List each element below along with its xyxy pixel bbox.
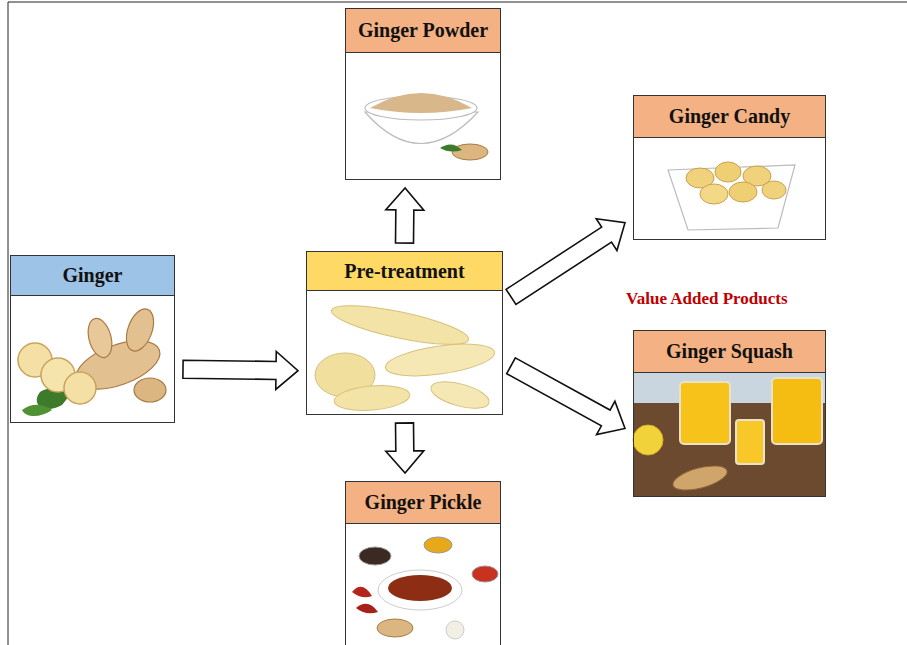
box-header: Ginger Powder: [346, 9, 500, 53]
powder-picture: [365, 93, 488, 160]
spice-bowl: [472, 566, 498, 582]
block-arrow: [386, 423, 424, 473]
ginger-root: [84, 316, 116, 360]
box-header: Ginger Squash: [634, 331, 825, 373]
box-title: Ginger: [63, 264, 123, 287]
candy: [762, 181, 786, 199]
chilli: [352, 587, 372, 597]
pickle-picture: [352, 537, 498, 639]
box-header: Ginger Candy: [634, 96, 825, 138]
ginger-picture: [18, 305, 166, 416]
candy: [715, 162, 741, 182]
block-arrow: [183, 351, 298, 389]
candy: [700, 184, 728, 204]
process-box: Ginger Squash: [633, 330, 826, 497]
spice-bowl: [359, 547, 391, 565]
squash-picture: [633, 373, 825, 496]
leaf: [22, 405, 52, 416]
box-header: Ginger Pickle: [346, 482, 500, 524]
block-arrow: [506, 219, 625, 305]
ginger-slice: [64, 372, 96, 404]
leaf: [440, 144, 462, 151]
spice-bowl: [424, 537, 452, 553]
box-header: Ginger: [11, 256, 174, 296]
lemon: [633, 425, 663, 455]
box-title: Ginger Pickle: [365, 491, 482, 514]
plate: [378, 570, 462, 610]
ginger-root: [377, 619, 413, 637]
box-title: Ginger Squash: [666, 340, 793, 363]
section-label: Value Added Products: [624, 289, 790, 309]
process-box: Ginger Powder: [345, 8, 501, 180]
glass: [736, 420, 764, 464]
box-title: Pre-treatment: [344, 260, 464, 283]
peeled-ginger: [333, 383, 411, 414]
ginger-root: [121, 305, 159, 355]
candy: [729, 182, 757, 202]
block-arrow: [507, 358, 625, 435]
frame-line: [8, 2, 9, 645]
process-box: Pre-treatment: [306, 251, 503, 415]
box-header: Pre-treatment: [307, 252, 502, 291]
block-arrow: [386, 188, 424, 243]
pickle: [388, 575, 452, 601]
process-box: Ginger Pickle: [345, 481, 501, 645]
glass: [680, 382, 730, 444]
process-box: Ginger Candy: [633, 95, 826, 240]
box-title: Ginger Candy: [669, 105, 790, 128]
process-box: Ginger: [10, 255, 175, 423]
glass: [772, 378, 822, 444]
ginger-root: [452, 144, 488, 160]
chilli: [356, 604, 378, 614]
candy-picture: [668, 162, 795, 230]
ginger-root: [134, 378, 166, 402]
peeled-ginger: [384, 338, 497, 381]
box-title: Ginger Powder: [358, 19, 488, 42]
peeled-ginger: [428, 377, 492, 414]
powder: [370, 93, 472, 113]
peeled-ginger-picture: [315, 298, 496, 414]
table-background: [634, 373, 825, 496]
garlic: [446, 621, 464, 639]
peeled-ginger: [329, 298, 471, 353]
ginger-root: [670, 461, 729, 495]
frame-line: [8, 2, 907, 3]
